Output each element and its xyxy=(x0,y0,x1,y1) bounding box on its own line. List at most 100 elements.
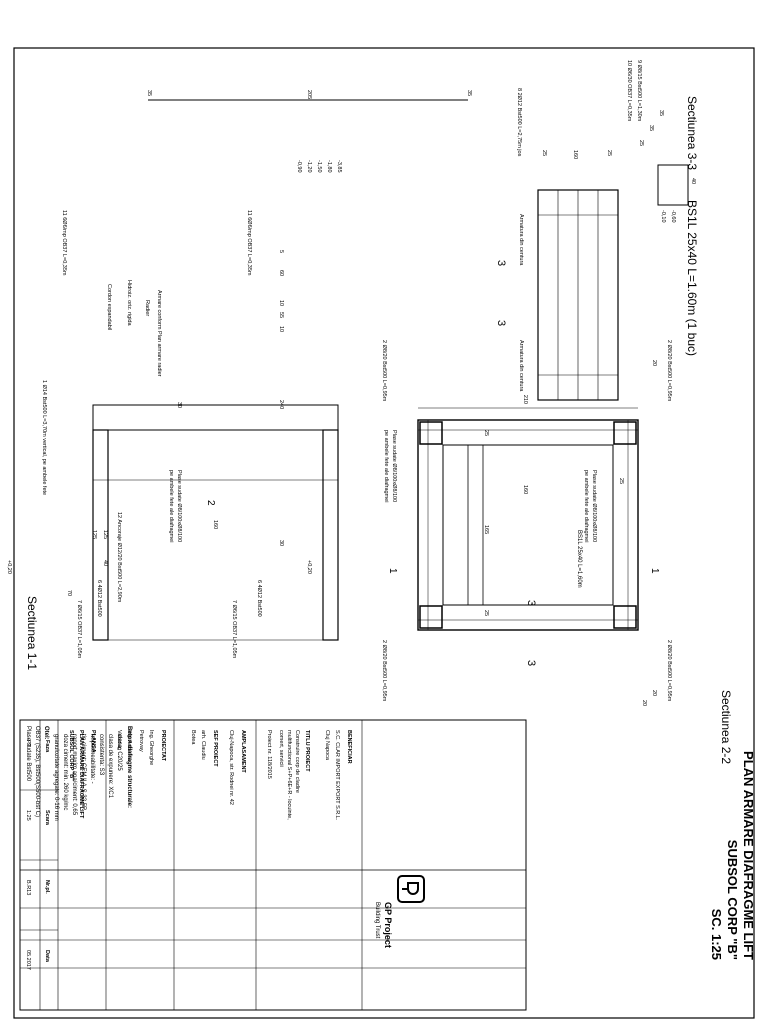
wall-top xyxy=(322,429,339,641)
bar-2-callout-bottom: 2 Ø8/20 Bst500 L=0,95m xyxy=(381,640,387,702)
section-1-1: Sectiunea 1-1 5 60 10 55 10 240 30 160 7… xyxy=(6,160,342,670)
bar-2-callout-left-top: 2 Ø8/20 Bst500 L=0,95m xyxy=(666,340,672,402)
project-desc-1: Construire corp de cladire xyxy=(294,730,300,793)
bar-8-dim-c: 35 xyxy=(146,90,152,96)
bar-12-dim-c: 40 xyxy=(102,560,108,566)
radier-base xyxy=(92,404,339,431)
drawing-scale: SC. 1:25 xyxy=(709,909,724,960)
notes-line-7: doza ciment: min. 260 kg/mc xyxy=(62,734,68,810)
notes-line-8: granulozitate agregate: 0-16 mm xyxy=(53,734,59,821)
notes-heading: Beton diafragme structurale: xyxy=(126,726,132,808)
project-desc-2: multifunctional S+P+6E+R - locuinte, xyxy=(286,730,292,820)
dim-30: 30 xyxy=(176,402,182,408)
bar-8-callout: 8 2Ø12 Bst500 L=2,75m jos xyxy=(516,88,522,157)
beneficiar-label: BENEFICIAR xyxy=(346,730,352,764)
drawing-title-1: PLAN ARMARE DIAFRAGME LIFT xyxy=(741,751,756,960)
bar-8-dim-a: 35 xyxy=(466,90,472,96)
mesh-note-2-2b-line-1: Plase sudate Ø8/100xØ8/100 xyxy=(391,430,397,502)
level-bottom: +0,20 xyxy=(6,560,12,574)
stirrup-dim-c: 20 xyxy=(651,360,657,366)
beneficiar-city: Cluj Napoca xyxy=(324,730,330,761)
dim-3-3-25a: 25 xyxy=(606,150,612,156)
table-value-nr: B.R13 xyxy=(25,880,31,895)
company-logo: GP Project Building Trust xyxy=(374,875,425,948)
table-header-scara: Scara xyxy=(44,810,50,826)
label-radier: Radier xyxy=(144,300,150,316)
bar-2-callout-top: 2 Ø8/20 Bst500 L=0,95m xyxy=(666,640,672,702)
stirrup-dim-b: 20 xyxy=(641,700,647,706)
level-minus-0-90: -0,90 xyxy=(296,160,302,173)
company-name: GP Project xyxy=(383,902,393,948)
beam-label: BS1L 25x40 L=1,60m xyxy=(576,530,582,588)
table-header-data: Data xyxy=(44,950,50,963)
armatura-centura-2: Armatura din centura xyxy=(518,340,524,392)
level-3-3-a: -0,60 xyxy=(670,210,676,223)
bar-12-dim-b: 125 xyxy=(91,530,97,539)
dim-25-b: 25 xyxy=(483,610,489,616)
dim-3-3-25b: 25 xyxy=(541,150,547,156)
section-2-marker: 2 xyxy=(205,500,216,506)
dim-210: 210 xyxy=(522,395,528,404)
bar-7-callout-top: 7 Ø6/15 OB37 L=1,05m xyxy=(231,600,237,659)
bar-12-callout: 12 Ancoraje Ø12/20 Bst500 L=2,90m xyxy=(116,512,122,603)
dim-chain-5: 5 xyxy=(278,250,284,253)
bar-12-dim-a: 125 xyxy=(102,530,108,539)
dim-160: 160 xyxy=(522,485,528,494)
plansa-label: PLANSA xyxy=(90,730,96,753)
marker-1-top: 1 xyxy=(649,568,660,574)
project-number: Proiect nr. 118/2015 xyxy=(266,730,272,779)
section-1-1-title: Sectiunea 1-1 xyxy=(25,596,39,670)
dim-25-a: 25 xyxy=(483,430,489,436)
bar-1-callout: 1 Ø14 Bst500 L=3,70m vertical, pe ambele… xyxy=(41,380,47,495)
label-hidro: Hidroiz. oriz. rigida xyxy=(126,280,132,326)
location-label: AMPLASAMENT xyxy=(240,730,246,773)
table-value-scara: 1:25 xyxy=(25,810,31,821)
section-3-3: Sectiunea 3-3 BS1L 25x40 L=1.60m (1 buc)… xyxy=(146,60,699,401)
section-3-3-title: Sectiunea 3-3 xyxy=(685,96,699,170)
notes-line-6: raport maxim apa/ciment: 0,65 xyxy=(71,734,77,816)
sheet-border xyxy=(13,47,755,1019)
level-top: +0,20 xyxy=(306,560,312,574)
bar-2-callout-left-bottom: 2 Ø8/20 Bst500 L=0,95m xyxy=(381,340,387,402)
bar-8-dim-b: 205 xyxy=(306,90,312,99)
material-notes: Beton diafragme structurale: clasa: C20/… xyxy=(25,726,132,821)
level-minus-1-20: -1,20 xyxy=(306,160,312,173)
dim-chain-10b: 10 xyxy=(278,326,284,332)
dim-3-3-160: 160 xyxy=(572,150,578,159)
mesh-note-1-1-line-1: Plase sudate Ø8/100xØ8/100 xyxy=(176,470,182,542)
bar-7-callout-mid: 7 Ø6/15 OB37 L=1,05m xyxy=(76,600,82,659)
notes-line-10: OB37 (S235), Bst500(S500-bst C) xyxy=(34,726,40,817)
proiectat-name-2: Petrovay xyxy=(138,730,144,752)
sef-proiect-name-1: arh. Claudiu xyxy=(200,730,206,760)
stirrup-3-3-dim-c: 25 xyxy=(638,140,644,146)
mesh-note-1-1-line-2: pe ambele fete ale diafragmei xyxy=(168,470,174,542)
table-header-faza: Faza xyxy=(44,740,50,753)
notes-line-2: clasa de expunere: XC1 xyxy=(107,734,113,799)
project-desc-3: comert, servicii xyxy=(278,730,284,767)
marker-1-bottom: 1 xyxy=(387,568,398,574)
notes-line-5: tip ciment: CEM II A-S 32,5R xyxy=(80,734,86,811)
section-2-2: Sectiunea 2-2 210 160 165 25 25 25 BS1L … xyxy=(381,340,733,764)
project-title-label: TITLU PROIECT xyxy=(304,730,310,772)
table-value-faza: PT xyxy=(25,740,31,748)
marker-3-3-b: 3 xyxy=(495,320,507,326)
notes-line-3: consistenta: S3 xyxy=(98,734,104,776)
plansa-title-1: PLAN ARMARE DIAFRAGME LIFT xyxy=(78,730,84,819)
dim-chain-30: 30 xyxy=(278,540,284,546)
section-2-2-title: Sectiunea 2-2 xyxy=(719,690,733,764)
armatura-centura-1: Armatura din centura xyxy=(518,214,524,266)
dim-chain-10a: 10 xyxy=(278,300,284,306)
marker-3-right: 3 xyxy=(525,600,537,606)
stirrup-3-3-dim-b: 35 xyxy=(648,125,654,131)
bar-6-callout-top: 6 4Ø12 Bst500 xyxy=(256,580,262,617)
shaft-outer-wall xyxy=(417,419,639,631)
mesh-note-2-2b-line-2: pe ambele fete ale diafragmei xyxy=(383,430,389,502)
mesh-note-2-2-line-2: pe ambele fete ale diafragmei xyxy=(583,470,589,542)
wall-height-dim: 160 xyxy=(212,520,218,529)
beneficiar-name: S.C. CLAR IMPORT EXPORT S.R.L. xyxy=(334,730,340,821)
proiectat-name-4: Vakerag xyxy=(116,730,122,750)
marker-3-3-a: 3 xyxy=(495,260,507,266)
bar-11-callout-b: 11 6Ø6/mp OB37 L=0,35m xyxy=(61,210,67,276)
